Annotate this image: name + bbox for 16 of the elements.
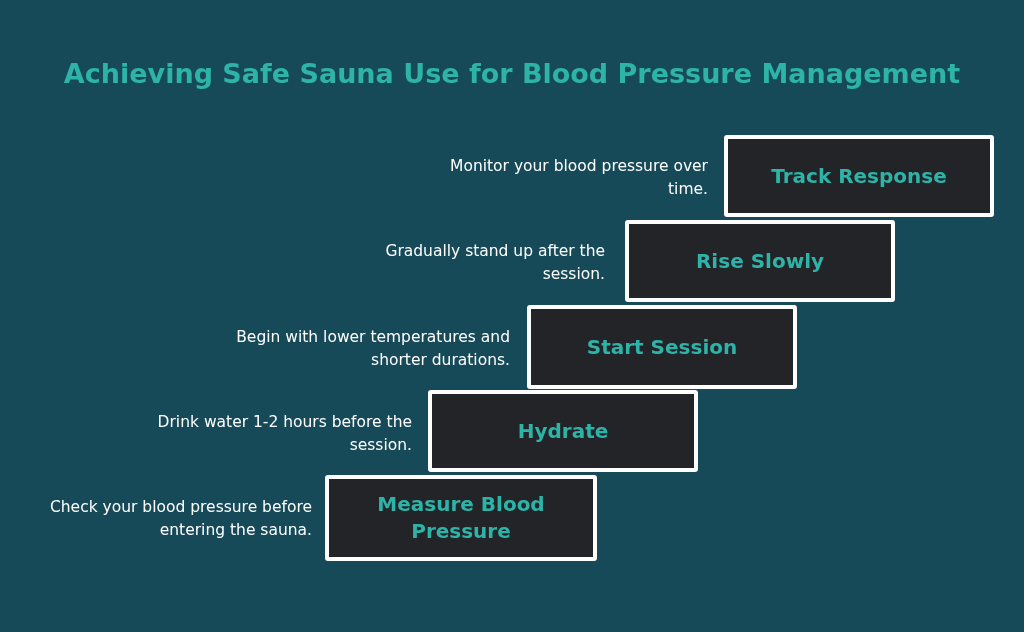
step-description: Begin with lower temperatures and shorter durations. [235, 327, 510, 372]
step-description: Monitor your blood pressure over time. [449, 156, 708, 201]
step-description: Check your blood pressure before entering the sauna. [48, 497, 312, 542]
diagram-title: Achieving Safe Sauna Use for Blood Pressure Management [62, 58, 962, 89]
step-box [527, 305, 797, 389]
step-description: Drink water 1-2 hours before the session. [156, 412, 412, 457]
step-title: Hydrate [517, 417, 609, 445]
step-description: Gradually stand up after the session. [384, 241, 605, 286]
step-box [724, 135, 994, 217]
step-title: Start Session [586, 333, 738, 361]
step-title: Measure Blood Pressure [376, 491, 546, 545]
step-box [625, 220, 895, 302]
step-box [428, 390, 698, 472]
step-box [325, 475, 597, 561]
step-title: Rise Slowly [695, 247, 825, 275]
step-title: Track Response [771, 162, 947, 190]
